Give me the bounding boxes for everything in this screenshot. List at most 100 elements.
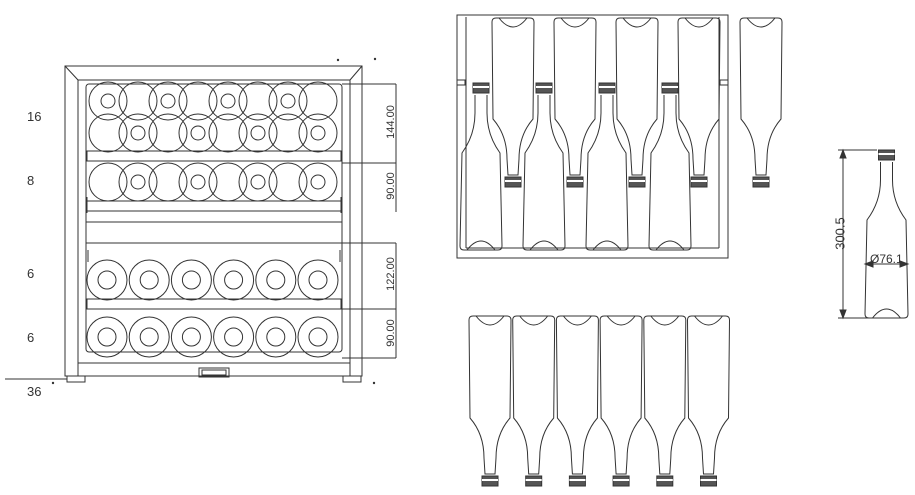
inverted-bottle: [599, 315, 643, 475]
bottle-cap-band: [505, 180, 521, 182]
bottle-neck: [97, 270, 117, 290]
bottle-neck: [100, 93, 116, 109]
inverted-bottle: [643, 315, 687, 475]
bottle-bottom: [298, 81, 338, 121]
bottle-punt: [475, 315, 505, 326]
bottle-end-ring: [268, 81, 308, 121]
bottle-neck: [250, 174, 266, 190]
bottle-neck: [266, 270, 286, 290]
bottle-cap-band: [691, 180, 707, 182]
arrow-down-icon: [839, 309, 847, 320]
dot-mark: [372, 381, 376, 385]
bottle-bottom: [208, 113, 248, 153]
bottle-punt: [872, 308, 901, 319]
bottle-punt: [655, 240, 685, 251]
divider-panel: [85, 221, 343, 244]
bottle-punt: [694, 315, 723, 326]
bottle-neck: [139, 270, 159, 290]
bottle-bottom: [178, 81, 218, 121]
bottle-end-ring: [297, 316, 339, 358]
bottle-neck: [250, 125, 266, 141]
inverted-bottle: [686, 315, 731, 475]
bottle-bottom: [118, 81, 158, 121]
bottle-end-ring: [255, 259, 297, 301]
bottle-cap-band: [629, 180, 645, 182]
cabinet-handle-inner: [201, 369, 227, 376]
bottle-neck: [280, 93, 296, 109]
bottle-end-ring: [86, 259, 128, 301]
bottle-end-ring: [88, 81, 128, 121]
bottle-cap-band: [567, 180, 583, 182]
bottle-neck: [310, 125, 326, 141]
bottle-end-ring: [86, 316, 128, 358]
bottle-end-ring: [118, 113, 158, 153]
frame-corner: [349, 65, 363, 81]
bottle-cap-band: [482, 479, 498, 481]
bottle-bottom: [148, 113, 188, 153]
bottle-cap-band: [525, 479, 542, 481]
bottle-bottom: [88, 162, 128, 202]
inverted-bottle: [615, 17, 659, 176]
upright-bottle: [522, 95, 566, 251]
bottle-neck: [190, 174, 206, 190]
inverted-bottle: [491, 17, 535, 176]
bottle-end-ring: [298, 162, 338, 202]
shelf-2: [86, 200, 342, 212]
bottle-end-ring: [178, 162, 218, 202]
dimension-label-2: 90.00: [385, 172, 397, 200]
dot-mark: [51, 381, 55, 385]
bottle-end-ring: [213, 259, 255, 301]
shelf-3: [86, 298, 342, 310]
bottle-diameter-label: Ø76.1: [870, 252, 903, 266]
bottle-bottom: [268, 113, 308, 153]
bottle-end-ring: [128, 259, 170, 301]
bottle-end-ring: [178, 113, 218, 153]
arrow-right-icon: [899, 260, 910, 268]
bottle-neck: [224, 327, 244, 347]
bottle-punt: [466, 240, 496, 251]
cabinet-outer-frame: [64, 65, 363, 377]
tray-notch-right: [719, 79, 729, 86]
total-count: 36: [27, 384, 42, 399]
bottle-height-label: 300.5: [832, 217, 848, 250]
row-count-2: 8: [27, 173, 35, 188]
bottle-neck: [181, 270, 201, 290]
inverted-bottle: [512, 315, 556, 475]
bottle-neck: [220, 93, 236, 109]
bottle-neck: [266, 327, 286, 347]
bottle-bottom: [238, 81, 278, 121]
bottle-neck: [308, 327, 328, 347]
arrow-up-icon: [839, 148, 847, 159]
bottle-neck: [139, 327, 159, 347]
bottle-cap-band: [656, 479, 673, 481]
bottle-punt: [498, 17, 528, 28]
bottle-cap-band: [536, 86, 552, 88]
upright-bottle: [459, 95, 503, 251]
tray-outer: [456, 14, 729, 259]
storage-area: [85, 83, 343, 353]
bottle-neck: [160, 93, 176, 109]
bottle-neck: [224, 270, 244, 290]
bottle-end-ring: [208, 81, 248, 121]
bottle-neck: [130, 125, 146, 141]
bottle-end-ring: [213, 316, 255, 358]
bottle-punt: [519, 315, 549, 326]
bottle-end-ring: [170, 259, 212, 301]
bottle-row-view: [468, 315, 731, 487]
bottle-cap-band: [473, 86, 489, 88]
bottle-end-ring: [297, 259, 339, 301]
dimension-label-3: 122.00: [385, 257, 397, 291]
bottle-neck: [130, 174, 146, 190]
bottle-end-ring: [255, 316, 297, 358]
inverted-bottle: [555, 315, 599, 475]
bottle-neck: [310, 174, 326, 190]
bottle-dimension-view: [838, 148, 910, 320]
dimension-label-4: 90.00: [385, 319, 397, 347]
bottle-end-ring: [128, 316, 170, 358]
dot-mark: [336, 58, 340, 62]
row-count-4: 6: [27, 330, 35, 345]
bottle-end-ring: [238, 113, 278, 153]
bottle-punt: [529, 240, 559, 251]
row-count-1: 16: [27, 109, 42, 124]
